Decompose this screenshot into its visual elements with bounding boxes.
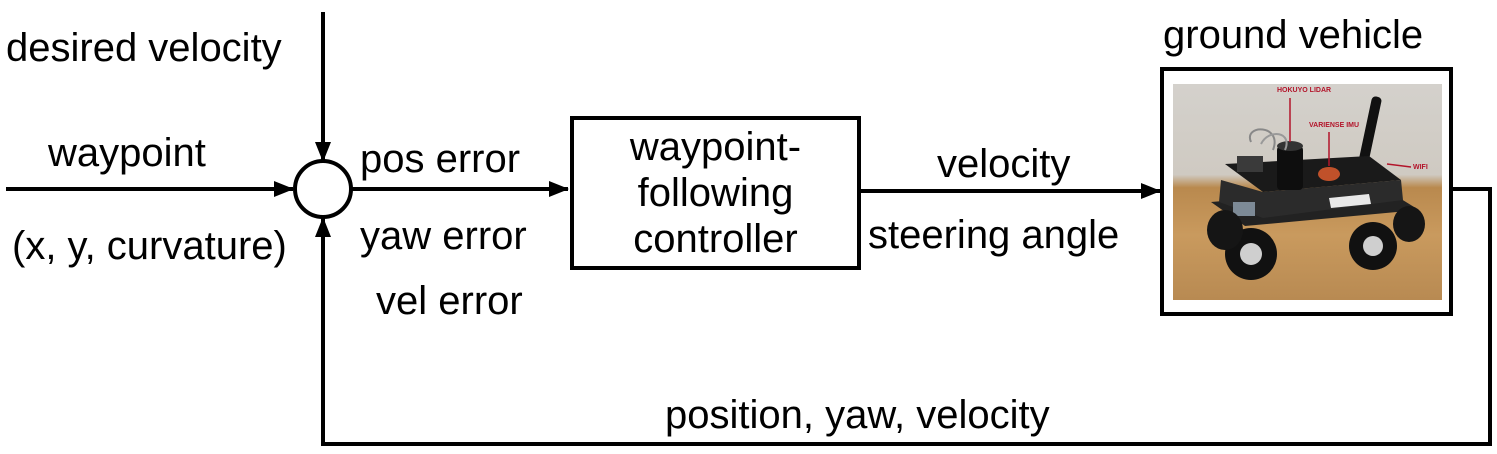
ground-vehicle-title: ground vehicle xyxy=(1163,13,1424,57)
vehicle-illustration xyxy=(1207,96,1425,280)
velocity-command-label: velocity xyxy=(937,142,1071,186)
imu-tag: VARIENSE IMU xyxy=(1309,122,1360,129)
summing-junction xyxy=(293,159,353,219)
steering-angle-label: steering angle xyxy=(868,213,1120,257)
controller-label-line3: controller xyxy=(633,217,798,261)
feedback-loop-line xyxy=(315,187,1492,446)
waypoint-label: waypoint xyxy=(48,131,206,175)
pos-error-label: pos error xyxy=(360,137,521,181)
feedback-label: position, yaw, velocity xyxy=(665,393,1050,437)
lidar-tag: HOKUYO LIDAR xyxy=(1277,87,1332,94)
wifi-tag: WIFI xyxy=(1413,164,1428,171)
vel-error-label: vel error xyxy=(376,279,523,323)
controller-label-line1: waypoint- xyxy=(629,125,802,169)
vehicle-photo: HOKUYO LIDAR VARIENSE IMU WIFI xyxy=(1173,84,1442,300)
controller-block: waypoint- following controller xyxy=(570,116,861,270)
yaw-error-label: yaw error xyxy=(360,214,527,258)
controller-label-line2: following xyxy=(637,171,794,215)
desired-velocity-label: desired velocity xyxy=(6,26,282,70)
waypoint-format-label: (x, y, curvature) xyxy=(12,224,287,268)
